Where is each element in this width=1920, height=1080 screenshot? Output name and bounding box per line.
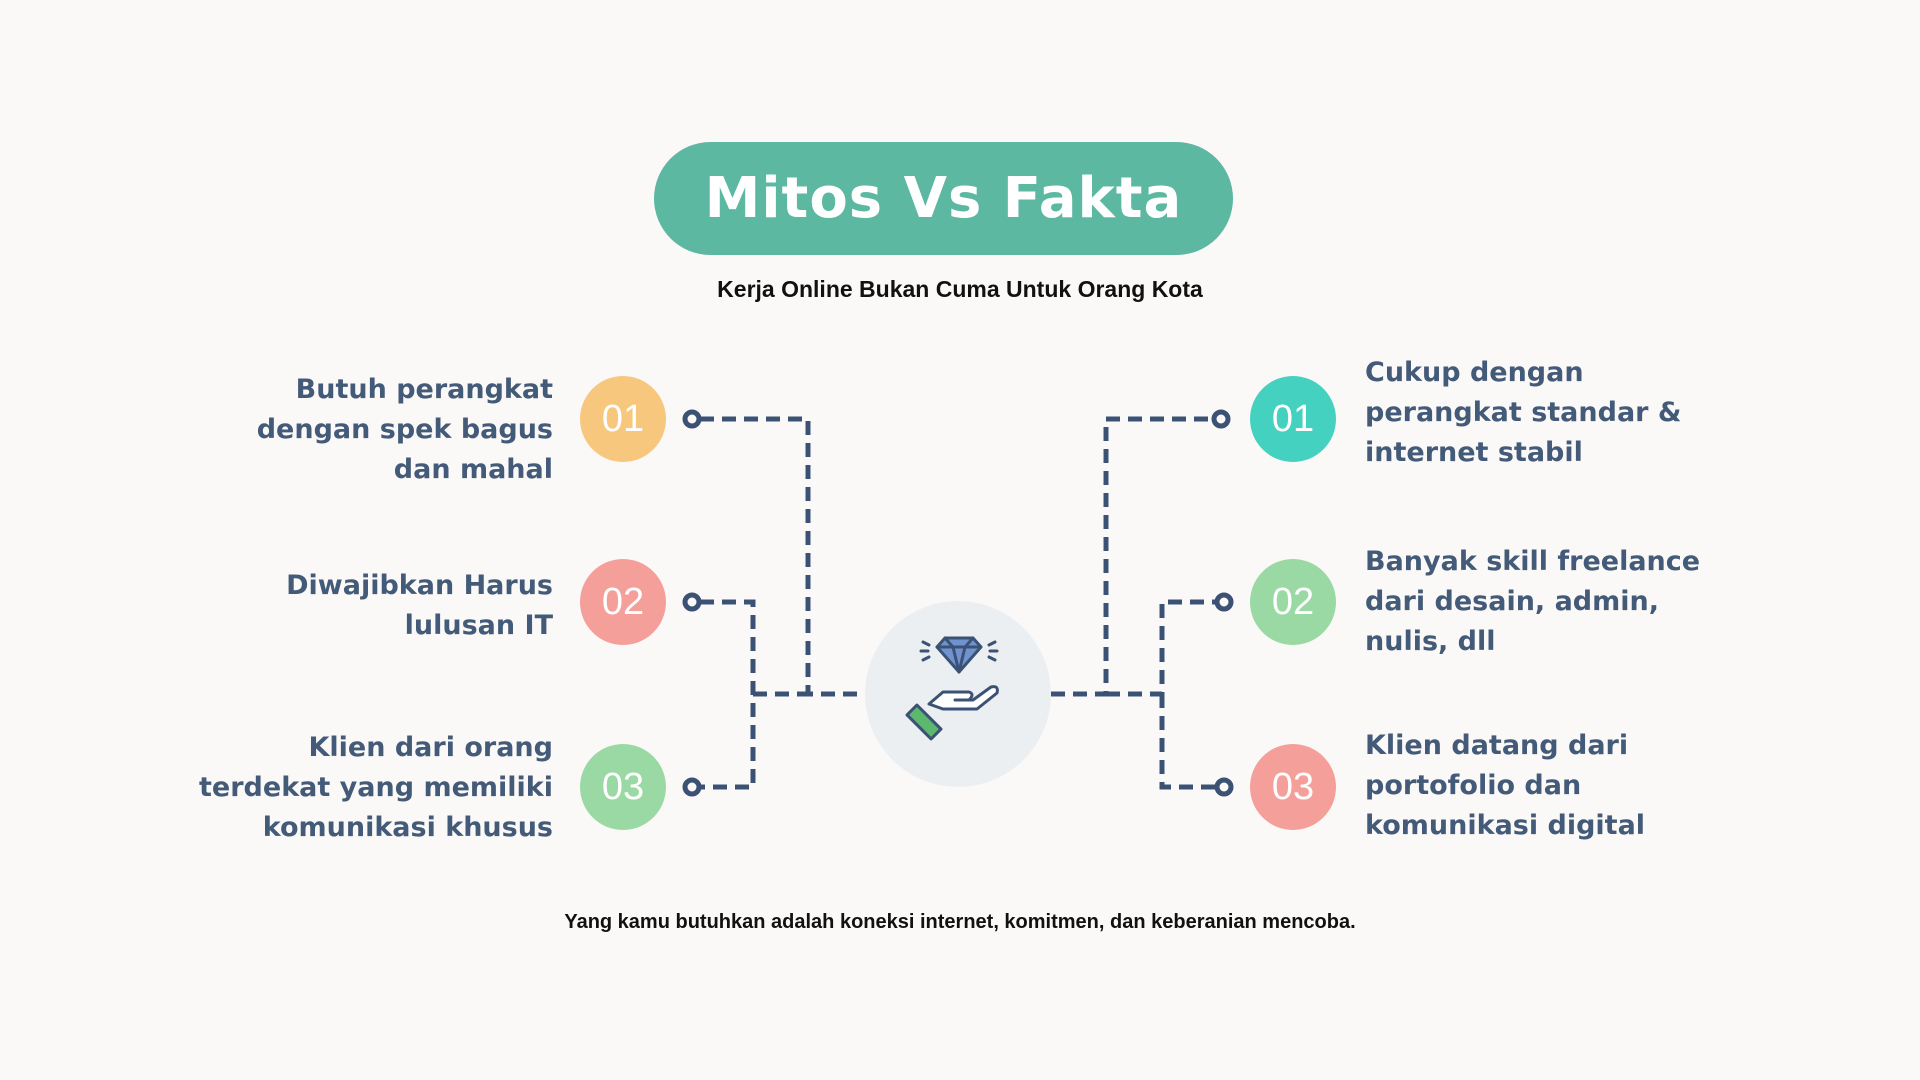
subtitle: Kerja Online Bukan Cuma Untuk Orang Kota [717,276,1203,302]
myth-text: Butuh perangkat dengan spek bagus dan ma… [256,374,553,485]
number-badge: 01 [1250,376,1336,462]
connector-fact-1 [1051,416,1214,697]
number-badge: 03 [1250,744,1336,830]
node-ring [682,777,702,797]
number-badge: 02 [1250,559,1336,645]
connector-myth-1 [700,416,864,697]
diamond-in-hand-icon [905,636,999,741]
page-title: Mitos Vs Fakta [704,166,1183,231]
myth-text: Klien dari orang terdekat yang memiliki … [199,732,553,843]
node-ring [682,592,702,612]
number-badge: 03 [580,744,666,830]
node-ring [682,409,702,429]
node-ring [1214,777,1234,797]
fact-text: Banyak skill freelance dari desain, admi… [1365,546,1701,657]
number-badge: 01 [580,376,666,462]
myth-text: Diwajibkan Harus lulusan IT [286,570,553,641]
center-badge [865,601,1051,787]
node-ring [1211,409,1231,429]
fact-text: Cukup dengan perangkat standar & interne… [1365,357,1682,468]
footer-note: Yang kamu butuhkan adalah koneksi intern… [564,911,1356,933]
connector-fact-2-3 [1106,599,1217,790]
number-badge: 02 [580,559,666,645]
connector-myth-2-3 [700,599,756,790]
title-banner: Mitos Vs Fakta [654,142,1233,255]
node-ring [1214,592,1234,612]
fact-text: Klien datang dari portofolio dan komunik… [1365,730,1646,841]
